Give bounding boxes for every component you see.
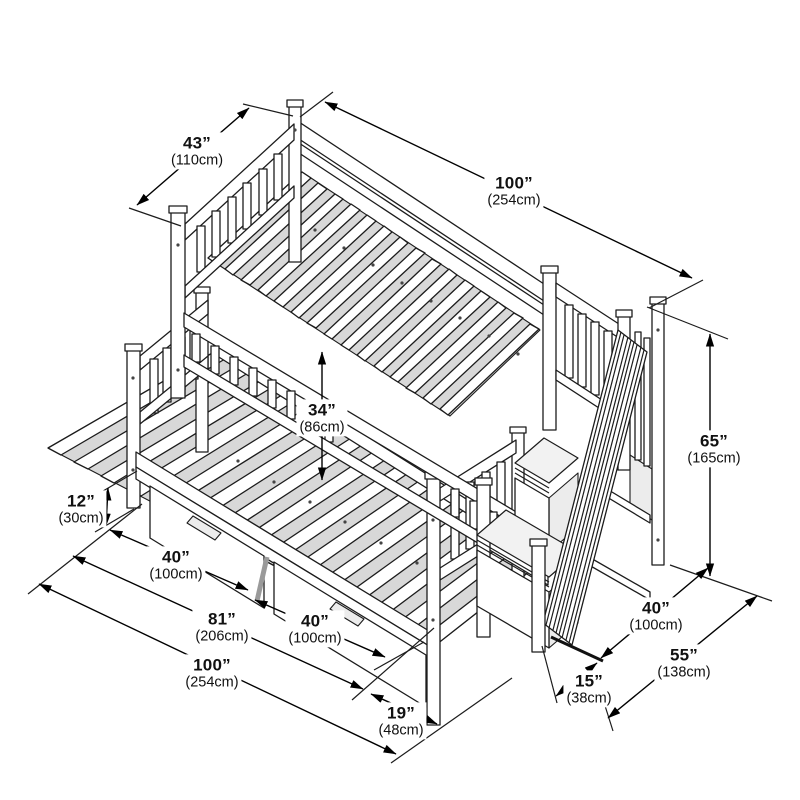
dim-label-drawer-height: 12” (30cm): [55, 490, 107, 528]
dim-label-staircase-length: 19” (48cm): [375, 702, 427, 740]
dim-label-overall-height: 65” (165cm): [684, 430, 744, 468]
dim-value-inches: 34”: [307, 400, 336, 420]
staircase: [477, 266, 666, 652]
slat: [440, 324, 539, 415]
stair-rail-bottom-post: [532, 545, 545, 652]
dim-value-inches: 55”: [669, 645, 698, 665]
dim-label-bunk-clearance: 34” (86cm): [296, 399, 348, 437]
dim-value-inches: 12”: [66, 491, 95, 511]
dim-label-step-depth: 15” (38cm): [563, 670, 615, 708]
dim-value-cm: (110cm): [170, 152, 224, 169]
stair-tower-left-post: [543, 272, 556, 430]
lower-deck-screw-dots: [236, 459, 419, 565]
bottom-step-front: [477, 550, 549, 648]
dim-value-cm: (100cm): [149, 566, 203, 583]
slat: [406, 302, 506, 393]
dim-label-upper-bed-width: 43” (110cm): [167, 132, 227, 170]
dim-value-inches: 100”: [495, 173, 533, 193]
top-step-tread: [515, 438, 578, 483]
dim-value-inches: 43”: [182, 133, 212, 153]
dim-value-cm: (30cm): [58, 510, 104, 527]
dim-label-overall-length-bottom: 100” (254cm): [182, 654, 242, 692]
dim-value-inches: 40”: [300, 611, 329, 631]
stair-handrail-band: [543, 330, 647, 645]
dim-value-cm: (138cm): [657, 664, 711, 681]
dim-value-cm: (86cm): [299, 419, 345, 436]
dim-label-bed-length: 81” (206cm): [192, 608, 252, 646]
upper-bunk: [169, 100, 548, 637]
dim-value-cm: (100cm): [288, 630, 342, 647]
slat: [423, 313, 523, 404]
upper-deck-slats: [208, 172, 539, 415]
dim-label-staircase-width: 40” (100cm): [626, 597, 686, 635]
dim-label-overall-length-top: 100” (254cm): [484, 172, 544, 210]
dim-value-inches: 81”: [207, 609, 236, 629]
dim-label-drawer-2-width: 40” (100cm): [285, 610, 345, 648]
dim-value-inches: 40”: [161, 547, 190, 567]
dim-value-cm: (206cm): [195, 628, 249, 645]
dim-value-cm: (38cm): [566, 690, 612, 707]
dim-value-inches: 65”: [699, 431, 728, 451]
dim-label-overall-width: 55” (138cm): [654, 644, 714, 682]
stair-rear-post: [652, 303, 664, 565]
dim-value-cm: (254cm): [487, 192, 541, 209]
lower-headboard-front-post: [127, 350, 140, 508]
dim-value-cm: (254cm): [185, 674, 239, 691]
dim-value-cm: (100cm): [629, 617, 683, 634]
dim-value-inches: 15”: [574, 671, 603, 691]
dim-label-drawer-1-width: 40” (100cm): [146, 546, 206, 584]
dim-value-inches: 40”: [641, 598, 670, 618]
dim-value-cm: (165cm): [687, 450, 741, 467]
dim-value-inches: 19”: [386, 703, 415, 723]
slat: [374, 280, 474, 372]
dim-value-inches: 100”: [193, 655, 231, 675]
guard-rail-bottom: [184, 355, 548, 585]
slat: [390, 291, 490, 382]
dim-value-cm: (48cm): [378, 722, 424, 739]
